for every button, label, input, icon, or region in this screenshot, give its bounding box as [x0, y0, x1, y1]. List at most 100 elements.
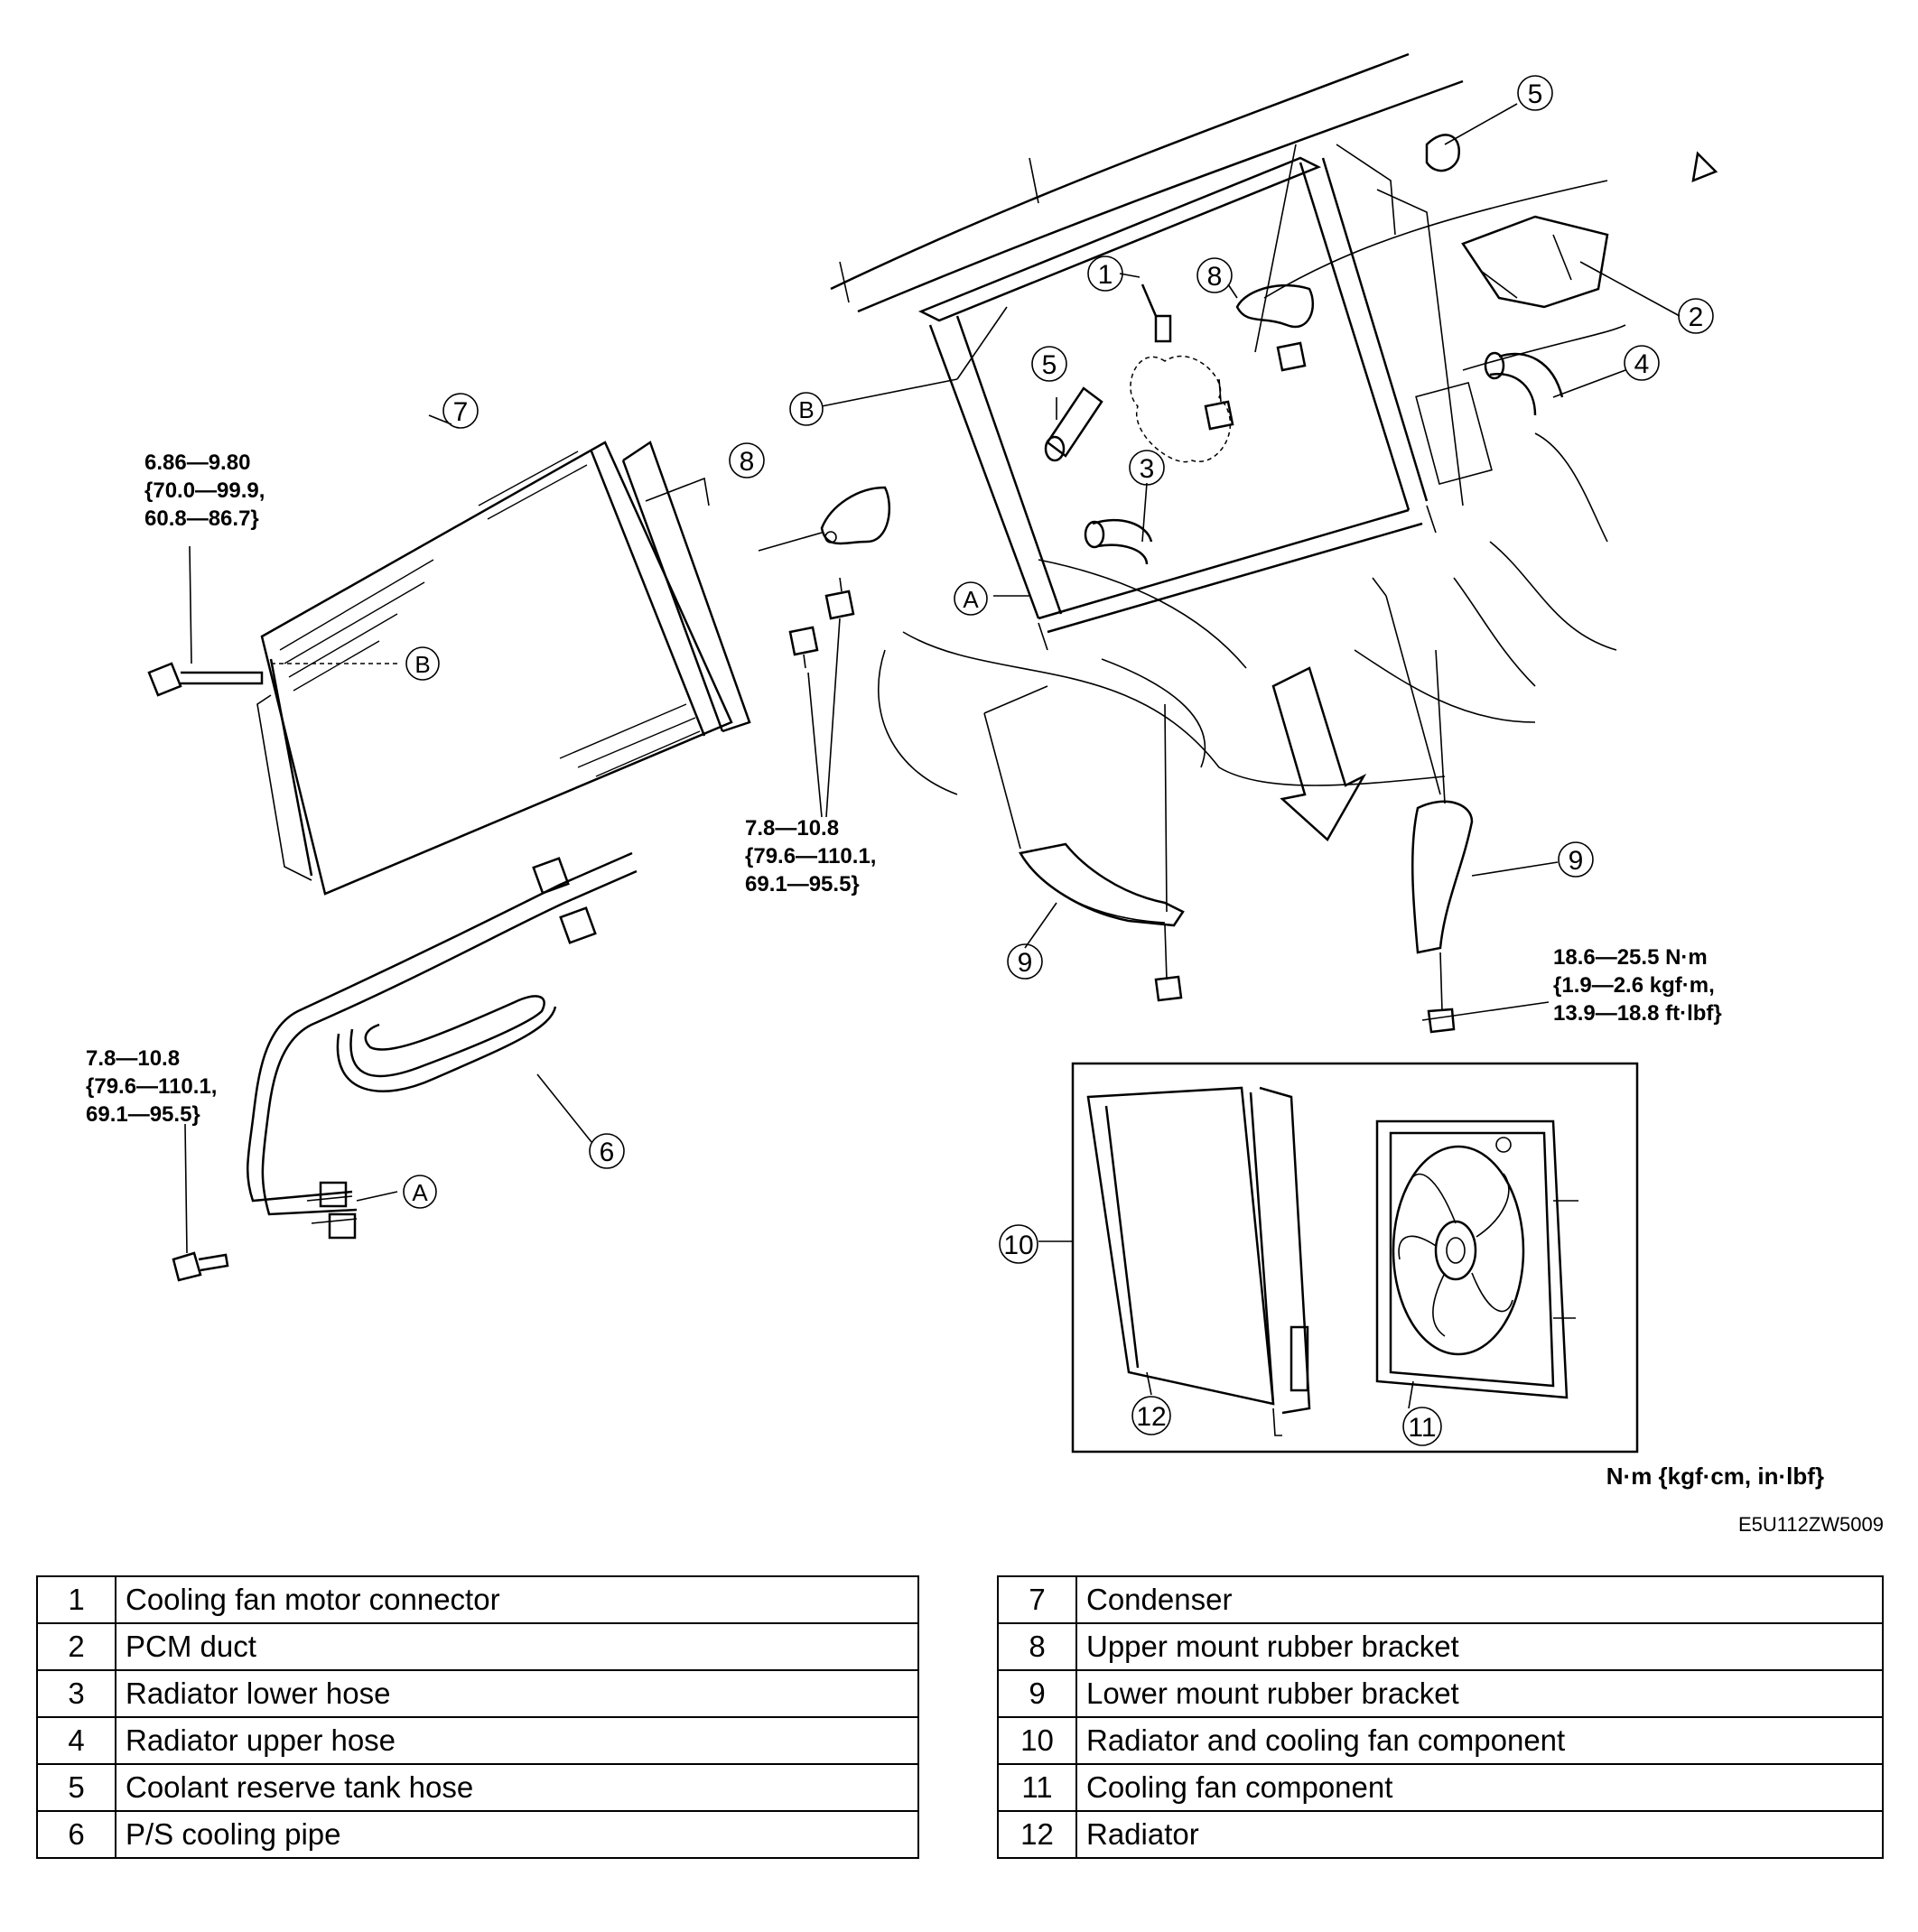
callout-2: 2	[1678, 298, 1714, 334]
svg-text:1: 1	[1098, 260, 1113, 290]
radiator-lower-hose	[1084, 518, 1153, 565]
condenser-bolt	[147, 545, 264, 697]
inset-radiator-fan-component	[1071, 1062, 1639, 1454]
svg-text:60.8—86.7}: 60.8—86.7}	[144, 506, 259, 531]
svg-text:8: 8	[1207, 262, 1223, 292]
svg-text:9: 9	[1018, 948, 1033, 978]
svg-text:{79.6—110.1,: {79.6—110.1,	[86, 1074, 217, 1099]
legend-number: 2	[36, 1622, 116, 1671]
upper-mount-rubber-bracket-right	[1235, 283, 1315, 329]
callout-8-right: 8	[1196, 257, 1233, 293]
svg-text:6.86—9.80: 6.86—9.80	[144, 450, 250, 475]
unit-note: N·m {kgf·cm, in·lbf}	[1606, 1463, 1824, 1490]
legend-label: Condenser	[1075, 1575, 1884, 1624]
svg-text:7.8—10.8: 7.8—10.8	[86, 1046, 180, 1071]
letter-a-pipe: A	[403, 1175, 437, 1209]
callout-1: 1	[1087, 255, 1123, 292]
callout-6: 6	[589, 1133, 625, 1169]
torque-spec-lower-bracket-bolt: 18.6—25.5 N·m {1.9—2.6 kgf·m, 13.9—18.8 …	[1553, 945, 1722, 1026]
svg-text:7: 7	[453, 397, 469, 427]
legend-number: 5	[36, 1763, 116, 1812]
svg-text:8: 8	[740, 447, 755, 477]
callout-5-right: 5	[1517, 75, 1553, 111]
legend-label: Upper mount rubber bracket	[1075, 1622, 1884, 1671]
callout-9-right: 9	[1558, 841, 1594, 878]
lower-bracket-bolt-right	[1427, 952, 1456, 1034]
legend-label: Radiator upper hose	[115, 1716, 919, 1765]
ps-pipe-bolt	[172, 1123, 229, 1282]
legend-number: 11	[997, 1763, 1077, 1812]
exploded-view-diagram: 1 2 3 4 5 5 6 7 8 8 9 9 10 11 12 B B A A…	[86, 52, 1722, 1454]
lower-mount-rubber-bracket-right	[1411, 800, 1474, 954]
reference-letters: B B A A	[403, 392, 988, 1209]
legend-number: 10	[997, 1716, 1077, 1765]
svg-text:4: 4	[1634, 349, 1650, 379]
callout-7: 7	[442, 393, 479, 429]
upper-mount-rubber-bracket-left	[820, 486, 891, 545]
letter-b-condenser: B	[405, 646, 440, 681]
legend-number: 12	[997, 1810, 1077, 1859]
lower-mount-rubber-bracket-left	[1019, 842, 1185, 927]
svg-text:B: B	[414, 651, 430, 678]
legend-number: 6	[36, 1810, 116, 1859]
condenser	[256, 441, 751, 896]
torque-spec-pipe-bolt: 7.8—10.8 {79.6—110.1, 69.1—95.5}	[86, 1046, 217, 1127]
legend-label: Lower mount rubber bracket	[1075, 1669, 1884, 1718]
coolant-reserve-tank-hose-right	[1425, 134, 1461, 172]
legend-label: Radiator	[1075, 1810, 1884, 1859]
svg-text:69.1—95.5}: 69.1—95.5}	[745, 872, 860, 896]
radiator-assembly	[917, 144, 1493, 651]
upper-bracket-nut-left	[788, 626, 819, 669]
callout-10: 10	[999, 1224, 1038, 1264]
legend-label: Cooling fan motor connector	[115, 1575, 919, 1624]
direction-arrow	[1271, 666, 1367, 841]
upper-bracket-nut-center	[1204, 341, 1307, 431]
fan-outline-dashed	[1130, 355, 1231, 463]
callout-3: 3	[1129, 450, 1165, 486]
svg-text:10: 10	[1003, 1231, 1033, 1260]
guide-lines	[807, 144, 1446, 913]
pcm-duct-clip	[1691, 151, 1718, 182]
callout-4: 4	[1624, 345, 1660, 381]
svg-text:9: 9	[1569, 846, 1584, 876]
svg-text:B: B	[798, 396, 814, 423]
leader-lines	[271, 103, 1681, 1409]
upper-bracket-nut-right	[824, 577, 855, 620]
legend-number: 4	[36, 1716, 116, 1765]
svg-text:3: 3	[1140, 454, 1155, 484]
legend-label: Coolant reserve tank hose	[115, 1763, 919, 1812]
callout-8-left: 8	[729, 442, 765, 478]
legend-label: Radiator and cooling fan component	[1075, 1716, 1884, 1765]
letter-a-upper: A	[954, 581, 988, 616]
legend-number: 9	[997, 1669, 1077, 1718]
legend-number: 7	[997, 1575, 1077, 1624]
svg-text:A: A	[412, 1179, 428, 1206]
ps-cooling-pipe	[246, 851, 638, 1240]
callout-11: 11	[1402, 1407, 1442, 1446]
svg-text:5: 5	[1528, 79, 1543, 109]
figure-code: E5U112ZW5009	[1737, 1513, 1884, 1536]
svg-text:11: 11	[1408, 1413, 1436, 1443]
svg-text:12: 12	[1136, 1402, 1166, 1432]
svg-text:18.6—25.5 N·m: 18.6—25.5 N·m	[1553, 945, 1708, 970]
svg-text:{79.6—110.1,: {79.6—110.1,	[745, 844, 876, 868]
torque-spec-upper-bracket-nut: 7.8—10.8 {79.6—110.1, 69.1—95.5}	[745, 816, 876, 896]
callout-9-left: 9	[1007, 943, 1043, 980]
coolant-reserve-tank-hose-left	[1044, 386, 1103, 462]
svg-text:13.9—18.8 ft·lbf}: 13.9—18.8 ft·lbf}	[1553, 1001, 1722, 1026]
callout-5-left: 5	[1031, 346, 1067, 382]
